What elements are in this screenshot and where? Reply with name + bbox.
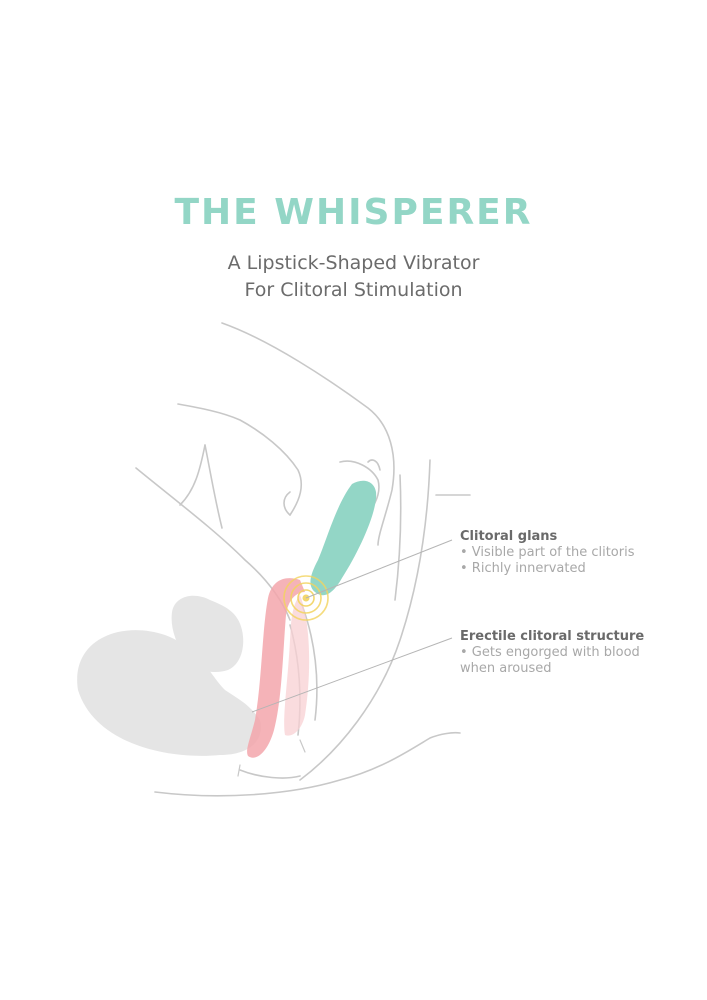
body-outline [135,322,471,797]
erectile-label-bullet: • Gets engorged with blood [460,645,640,660]
erectile-leader-line [251,637,453,713]
page-title: THE WHISPERER [174,192,533,233]
glans-label-bullet: • Visible part of the clitoris [460,545,635,560]
subtitle: A Lipstick-Shaped Vibrator For Clitoral … [0,250,707,304]
erectile-label: Erectile clitoral structure • Gets engor… [460,629,644,677]
subtitle-line-1: A Lipstick-Shaped Vibrator [227,252,480,274]
glans-leader-line [305,539,453,599]
glans-label: Clitoral glans • Visible part of the cli… [460,529,634,577]
erectile-label-heading: Erectile clitoral structure [460,629,645,644]
anatomy-illustration [77,322,471,797]
glans-label-bullet: • Richly innervated [460,561,586,576]
clitoral-structure [247,578,310,758]
subtitle-line-2: For Clitoral Stimulation [244,279,463,301]
bladder-shape [171,595,244,673]
uterus-shape [77,630,261,756]
erectile-label-bullet-cont: when aroused [460,661,552,676]
glans-label-heading: Clitoral glans [460,529,558,544]
vibrator-shape [310,480,377,596]
